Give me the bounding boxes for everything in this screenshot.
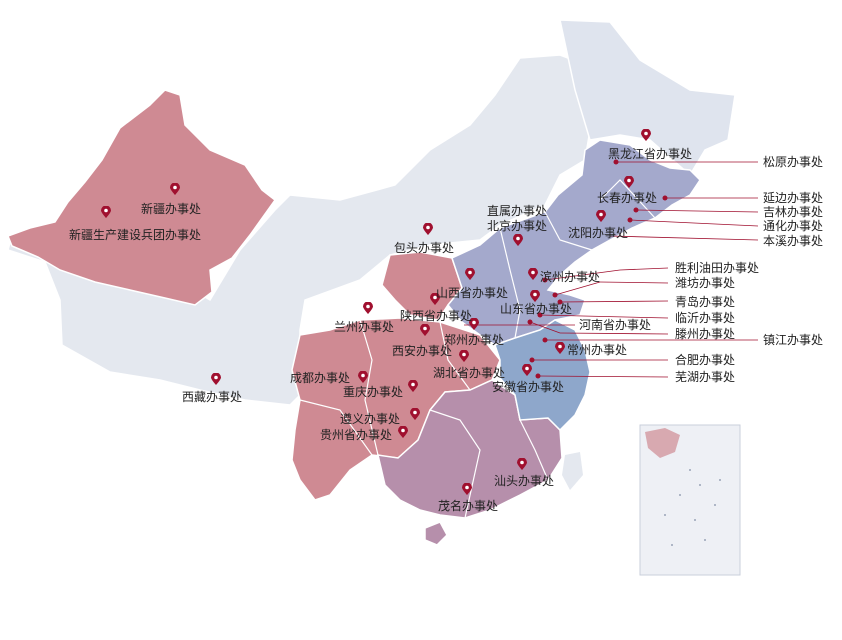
office-label-chengdu[interactable]: 成都办事处	[290, 371, 351, 385]
callout-label-benxi[interactable]: 本溪办事处	[763, 234, 824, 248]
south-china-sea-inset	[639, 424, 741, 576]
callout-label-shengli[interactable]: 胜利油田办事处	[675, 261, 760, 275]
office-label-anhui[interactable]: 安徽省办事处	[492, 380, 565, 394]
pin-icon[interactable]	[513, 234, 523, 246]
pin-icon[interactable]	[363, 302, 373, 314]
pin-icon[interactable]	[624, 176, 634, 188]
office-label-xinjiang[interactable]: 新疆办事处	[141, 202, 202, 216]
office-label-hubei[interactable]: 湖北省办事处	[433, 366, 506, 380]
base-north-east	[559, 19, 736, 177]
callout-label-qingdao[interactable]: 青岛办事处	[675, 295, 736, 309]
base-island	[562, 452, 583, 490]
pin-icon[interactable]	[459, 350, 469, 362]
pin-icon[interactable]	[528, 268, 538, 280]
pin-icon[interactable]	[517, 458, 527, 470]
pin-icon[interactable]	[101, 206, 111, 218]
leader-lines	[464, 161, 759, 378]
pin-icon[interactable]	[410, 408, 420, 420]
base-landmass	[7, 54, 601, 406]
pin-icon[interactable]	[170, 183, 180, 195]
pin-icon[interactable]	[462, 483, 472, 495]
pin-icon[interactable]	[398, 426, 408, 438]
pin-icon[interactable]	[358, 371, 368, 383]
office-label-shenyang[interactable]: 沈阳办事处	[568, 226, 629, 240]
pin-icon[interactable]	[596, 210, 606, 222]
pin-icon[interactable]	[211, 373, 221, 385]
office-label-shanxi[interactable]: 山西省办事处	[436, 286, 509, 300]
region-inner-mongolia-red	[381, 251, 463, 321]
office-label-baotou[interactable]: 包头办事处	[394, 241, 455, 255]
office-label-zunyi[interactable]: 遵义办事处	[340, 412, 401, 426]
pin-icon[interactable]	[420, 324, 430, 336]
office-label-shandong[interactable]: 山东省办事处	[500, 302, 573, 316]
pin-icon[interactable]	[555, 342, 565, 354]
callout-label-henan[interactable]: 河南省办事处	[579, 318, 652, 332]
office-label-heilongjiang[interactable]: 黑龙江省办事处	[608, 147, 693, 161]
office-label-shantou[interactable]: 汕头办事处	[494, 474, 555, 488]
office-label-bingtuan[interactable]: 新疆生产建设兵团办事处	[69, 228, 202, 242]
office-label-shaanxi[interactable]: 陕西省办事处	[400, 309, 473, 323]
office-label-changzhou[interactable]: 常州办事处	[567, 343, 628, 357]
callout-label-songyuan[interactable]: 松原办事处	[763, 155, 824, 169]
office-label-maoming[interactable]: 茂名办事处	[438, 499, 499, 513]
callout-dots	[527, 159, 668, 379]
pin-icon[interactable]	[641, 129, 651, 141]
office-label-xizang[interactable]: 西藏办事处	[182, 390, 243, 404]
office-label-guizhou[interactable]: 贵州省办事处	[320, 428, 393, 442]
region-xinjiang	[7, 89, 277, 306]
pin-icon[interactable]	[530, 290, 540, 302]
pin-icon[interactable]	[469, 318, 479, 330]
pin-icon[interactable]	[430, 293, 440, 305]
office-label-beijing[interactable]: 北京办事处	[487, 219, 548, 233]
office-label-chongqing[interactable]: 重庆办事处	[343, 385, 404, 399]
office-label-zhengzhou[interactable]: 郑州办事处	[444, 333, 505, 347]
pin-icon[interactable]	[423, 223, 433, 235]
province-borders	[299, 179, 656, 519]
callout-label-linyi[interactable]: 临沂办事处	[675, 311, 736, 325]
pin-icon[interactable]	[522, 364, 532, 376]
callout-label-wuhu[interactable]: 芜湖办事处	[675, 370, 736, 384]
callout-label-tonghua[interactable]: 通化办事处	[763, 219, 824, 233]
callout-label-jilin[interactable]: 吉林办事处	[763, 205, 824, 219]
pin-icon[interactable]	[465, 268, 475, 280]
callout-label-hefei[interactable]: 合肥办事处	[675, 353, 736, 367]
office-label-xian[interactable]: 西安办事处	[392, 344, 453, 358]
callout-label-yanbian[interactable]: 延边办事处	[763, 191, 824, 205]
callout-label-zhenjiang[interactable]: 镇江办事处	[763, 333, 824, 347]
office-label-zhili[interactable]: 直属办事处	[487, 204, 548, 218]
pin-icon[interactable]	[408, 380, 418, 392]
callout-label-tengzhou[interactable]: 滕州办事处	[675, 327, 736, 341]
region-hainan	[424, 521, 448, 546]
office-label-lanzhou[interactable]: 兰州办事处	[334, 320, 395, 334]
office-label-binzhou[interactable]: 滨州办事处	[540, 270, 601, 284]
callout-label-weifang[interactable]: 潍坊办事处	[675, 276, 736, 290]
office-label-changchun[interactable]: 长春办事处	[597, 191, 658, 205]
